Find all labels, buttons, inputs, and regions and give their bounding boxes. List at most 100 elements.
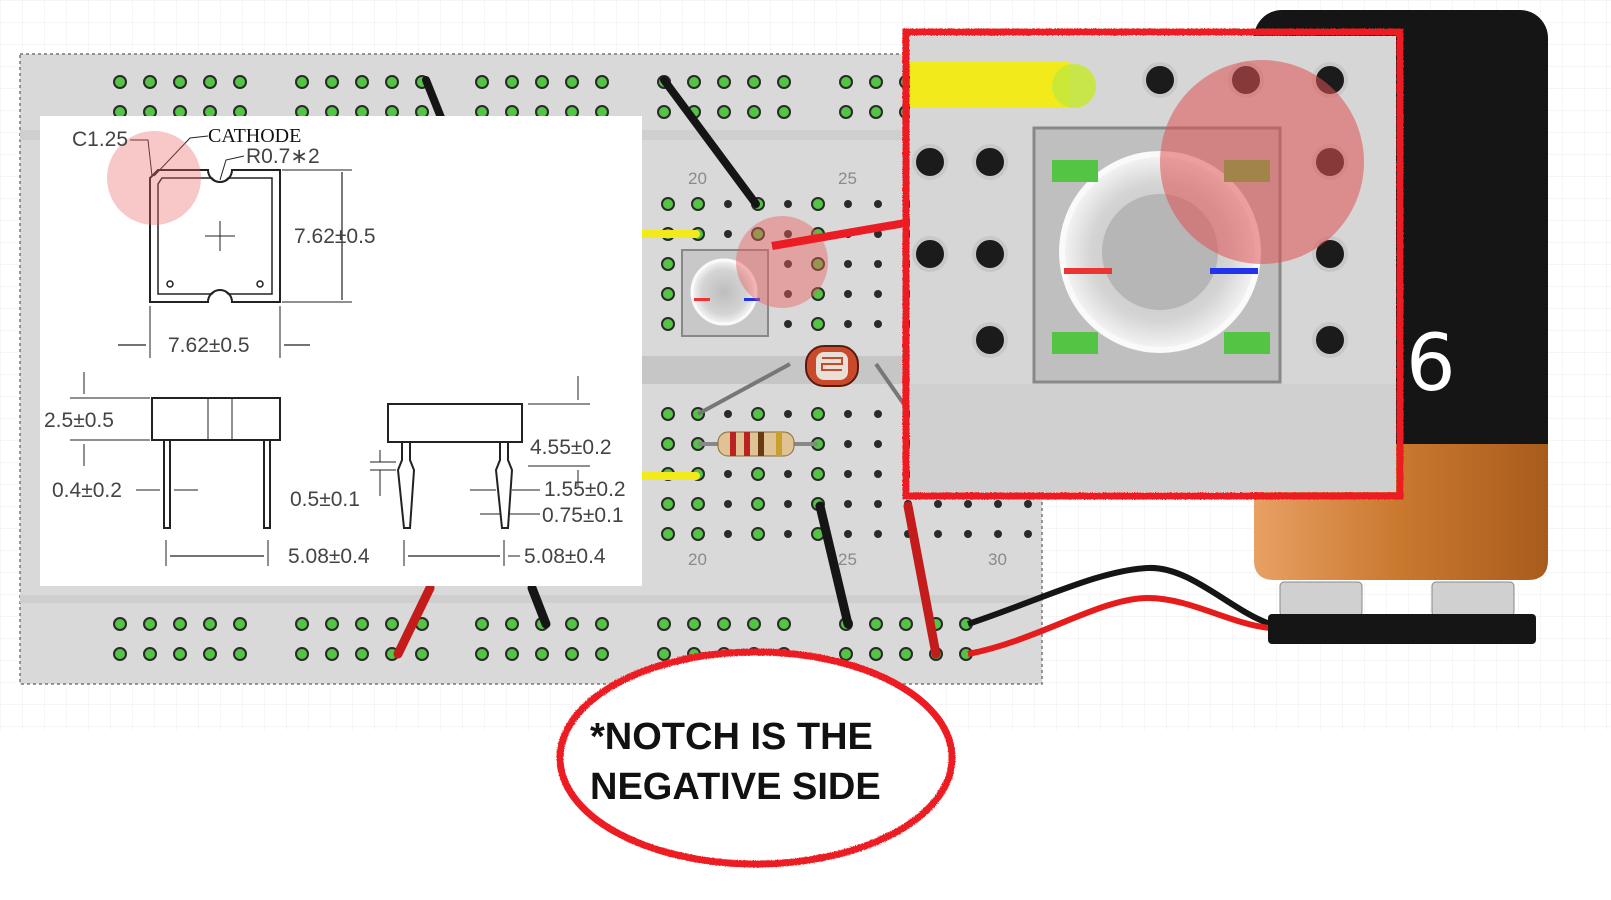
breadboard-hole xyxy=(295,75,309,89)
breadboard-hole xyxy=(325,647,339,661)
callout-line-1: *NOTCH IS THE xyxy=(590,716,873,758)
breadboard-hole xyxy=(203,75,217,89)
breadboard-hole xyxy=(874,530,882,538)
breadboard-hole xyxy=(844,440,852,448)
breadboard-hole xyxy=(839,647,853,661)
breadboard-hole xyxy=(811,407,825,421)
breadboard-hole xyxy=(844,290,852,298)
breadboard-hole xyxy=(874,320,882,328)
breadboard-hole xyxy=(869,617,883,631)
highlight-circle-datasheet xyxy=(107,131,201,225)
wires xyxy=(393,76,1272,659)
breadboard-hole xyxy=(874,290,882,298)
breadboard-hole xyxy=(355,617,369,631)
breadboard-hole xyxy=(661,287,675,301)
breadboard-hole xyxy=(747,75,761,89)
breadboard-hole xyxy=(844,530,852,538)
breadboard-hole xyxy=(784,200,792,208)
breadboard-hole xyxy=(505,75,519,89)
wire-black xyxy=(660,76,760,208)
dim-standoff: 4.55±0.2 xyxy=(530,436,612,459)
breadboard-hole xyxy=(295,647,309,661)
breadboard-hole xyxy=(657,617,671,631)
wire-red xyxy=(393,583,435,659)
breadboard-hole xyxy=(874,440,882,448)
breadboard-hole xyxy=(777,617,791,631)
breadboard-hole xyxy=(724,470,732,478)
breadboard-hole xyxy=(143,617,157,631)
dim-height: 7.62±0.5 xyxy=(294,225,376,248)
breadboard-hole xyxy=(899,647,913,661)
breadboard-hole xyxy=(415,647,429,661)
breadboard-hole xyxy=(724,230,732,238)
dim-lead-pitch-2: 5.08±0.4 xyxy=(524,545,606,568)
breadboard-hole xyxy=(661,437,675,451)
breadboard-hole-zoom xyxy=(1312,322,1348,358)
breadboard-hole xyxy=(751,467,765,481)
breadboard-hole xyxy=(811,197,825,211)
dim-width: 7.62±0.5 xyxy=(168,334,250,357)
breadboard-hole xyxy=(691,497,705,511)
breadboard-hole xyxy=(173,75,187,89)
breadboard-hole xyxy=(203,617,217,631)
wire-black xyxy=(422,76,446,124)
breadboard-hole xyxy=(751,407,765,421)
breadboard-hole xyxy=(505,647,519,661)
breadboard-hole xyxy=(869,105,883,119)
breadboard-hole xyxy=(724,200,732,208)
dim-r07: R0.7∗2 xyxy=(246,145,320,168)
notch-callout: *NOTCH IS THE NEGATIVE SIDE xyxy=(556,648,956,868)
breadboard-hole xyxy=(964,500,972,508)
breadboard-hole xyxy=(869,647,883,661)
breadboard-hole xyxy=(475,75,489,89)
highlight-circle-small xyxy=(736,216,828,308)
battery-lead-black xyxy=(967,564,1272,627)
breadboard-hole xyxy=(661,527,675,541)
breadboard-hole xyxy=(295,617,309,631)
breadboard-hole xyxy=(811,467,825,481)
dim-lead-thickness: 0.5±0.1 xyxy=(290,488,360,511)
battery-label: 6 xyxy=(1406,319,1456,409)
breadboard-hole xyxy=(874,200,882,208)
breadboard-hole xyxy=(844,470,852,478)
breadboard-hole xyxy=(724,500,732,508)
callout-line-2: NEGATIVE SIDE xyxy=(590,766,881,808)
breadboard-hole xyxy=(717,617,731,631)
breadboard-hole xyxy=(839,75,853,89)
col-label-25-top: 25 xyxy=(838,169,857,188)
resistor xyxy=(698,431,818,457)
breadboard-hole xyxy=(777,105,791,119)
breadboard-hole xyxy=(355,75,369,89)
breadboard-hole-zoom xyxy=(1142,62,1178,98)
breadboard-hole xyxy=(661,497,675,511)
breadboard-hole xyxy=(173,647,187,661)
breadboard-hole xyxy=(994,530,1002,538)
breadboard-hole xyxy=(784,320,792,328)
breadboard-hole xyxy=(173,617,187,631)
breadboard-hole-zoom xyxy=(972,236,1008,272)
breadboard-hole xyxy=(751,227,765,241)
breadboard-hole xyxy=(143,647,157,661)
breadboard-hole xyxy=(724,530,732,538)
breadboard-hole xyxy=(233,75,247,89)
col-label-20-bottom: 20 xyxy=(688,550,707,569)
breadboard-hole xyxy=(869,75,883,89)
breadboard-hole xyxy=(661,407,675,421)
dim-body-height: 2.5±0.5 xyxy=(44,409,114,432)
breadboard-hole xyxy=(934,500,942,508)
breadboard-hole xyxy=(717,105,731,119)
breadboard-hole xyxy=(717,75,731,89)
breadboard-hole xyxy=(143,75,157,89)
breadboard-hole xyxy=(113,617,127,631)
breadboard-hole xyxy=(874,470,882,478)
breadboard-hole xyxy=(595,647,609,661)
breadboard-hole xyxy=(811,257,825,271)
dim-lead-pitch-1: 5.08±0.4 xyxy=(288,545,370,568)
breadboard-hole xyxy=(657,105,671,119)
breadboard-hole xyxy=(657,647,671,661)
breadboard-hole xyxy=(811,287,825,301)
breadboard-hole xyxy=(661,197,675,211)
col-label-20-top: 20 xyxy=(688,169,707,188)
dim-c125: C1.25 xyxy=(72,128,128,151)
breadboard-hole xyxy=(844,410,852,418)
